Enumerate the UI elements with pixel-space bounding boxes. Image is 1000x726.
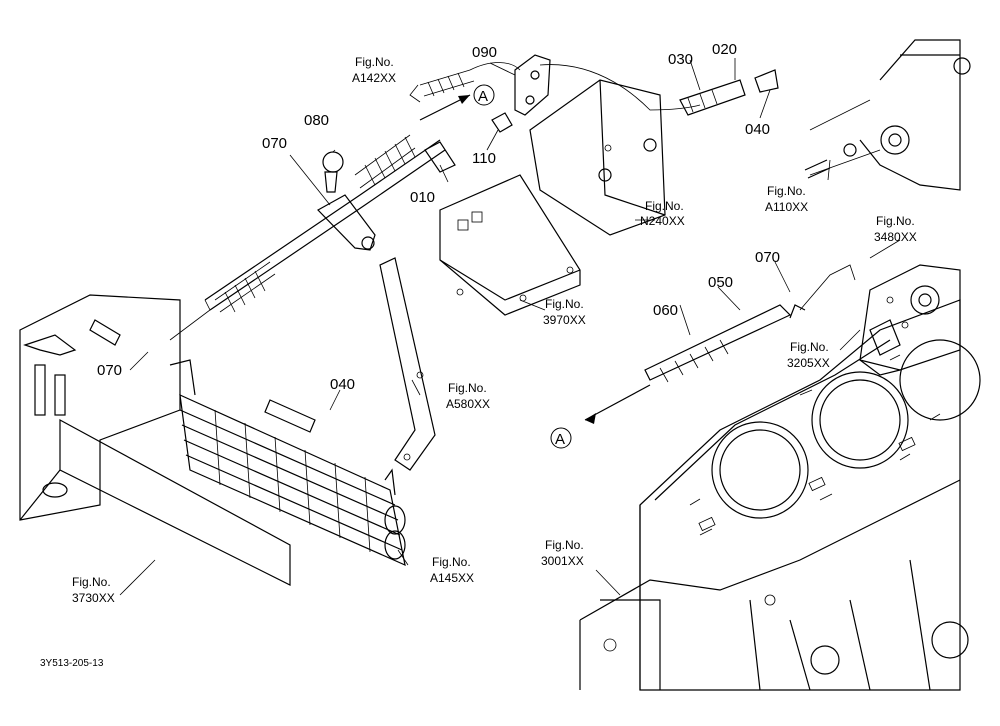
figref-n240: Fig.No. N240XX [640,199,685,228]
bracket-n240 [529,79,666,236]
part-label-070-left: 070 [97,362,122,379]
figref-a142: Fig.No. A142XX [352,55,396,85]
figref-a110: Fig.No. A110XX [765,184,808,214]
figref-3970: Fig.No. 3970XX [543,297,586,327]
figref-3205: Fig.No. 3205XX [787,340,830,370]
part-label-040-upper: 040 [745,121,770,138]
part-label-040-lower: 040 [330,376,355,393]
figref-3001: Fig.No. 3001XX [541,538,584,568]
figref-a145: Fig.No. A145XX [430,555,474,585]
figref-3480: Fig.No. 3480XX [874,214,917,244]
radiator-frame [19,294,291,586]
hose-020-030 [679,69,779,116]
figref-3730-prefix: Fig.No. [72,575,111,589]
figref-a110-code: A110XX [765,200,808,214]
figref-3001-prefix: Fig.No. [545,538,584,552]
figref-a110-prefix: Fig.No. [767,184,806,198]
part-label-080: 070 [262,135,287,152]
spring-a142 [419,69,475,97]
part-label-070-right: 070 [755,249,780,266]
figref-a580: Fig.No. A580XX [446,381,490,411]
clip-100 [514,54,551,116]
hose-spring-080 [214,134,416,313]
part-label-060: 060 [653,302,678,319]
hose-set [89,139,446,433]
oil-cooler [169,359,406,567]
stay-a580 [379,257,436,471]
plate-3970 [439,174,581,316]
part-label-110: 110 [472,150,496,167]
part-label-100: 090 [472,44,497,61]
return-line [469,62,521,71]
figref-a142-code: A142XX [352,71,396,85]
flow-arrowhead-upper [458,95,470,104]
figref-3970-code: 3970XX [543,313,586,327]
figref-3970-prefix: Fig.No. [545,297,584,311]
figref-a580-code: A580XX [446,397,490,411]
upper-right-housing [804,39,971,191]
part-label-020: 020 [712,41,737,58]
leak-line [799,264,856,311]
figref-3730: Fig.No. 3730XX [72,575,115,605]
fitting-010 [424,141,456,173]
callout-a-upper-text: A [478,88,488,105]
callout-a-lower: A [550,427,572,449]
figref-a580-prefix: Fig.No. [448,381,487,395]
figref-3480-prefix: Fig.No. [876,214,915,228]
figref-a145-prefix: Fig.No. [432,555,471,569]
engine-block [579,299,981,691]
figref-3205-prefix: Fig.No. [790,340,829,354]
leader-lines [119,58,901,596]
flow-arrow-lower [584,384,651,421]
bolt-110 [491,112,513,133]
drawing-code: 3Y513-205-13 [40,658,104,669]
part-label-010: 010 [410,189,435,206]
part-label-030: 030 [668,51,693,68]
figref-n240-prefix: Fig.No. [645,199,684,213]
figref-3205-code: 3205XX [787,356,830,370]
figref-a142-prefix: Fig.No. [355,55,394,69]
flow-arrowhead-lower [585,413,596,424]
part-label-050: 050 [708,274,733,291]
figref-a145-code: A145XX [430,571,474,585]
figref-3730-code: 3730XX [72,591,115,605]
fuel-pump [859,264,961,376]
callout-a-lower-text: A [555,431,565,448]
figref-3480-code: 3480XX [874,230,917,244]
figref-n240-code: N240XX [640,214,685,228]
part-label-090: 080 [304,112,329,129]
fuel-line [539,64,701,111]
figref-3001-code: 3001XX [541,554,584,568]
callout-a-upper: A [473,84,495,106]
